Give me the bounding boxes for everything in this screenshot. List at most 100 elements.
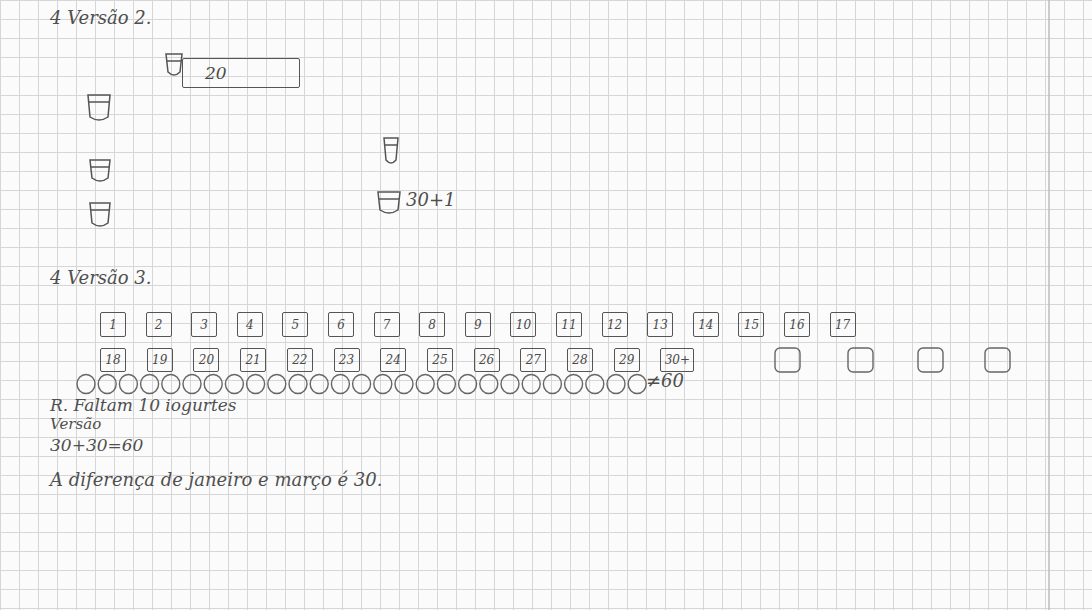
yogurt-circle	[501, 375, 519, 394]
yogurt-cups	[88, 54, 400, 226]
number-square: 18	[100, 348, 126, 372]
square-number: 8	[428, 318, 436, 332]
cup-rim	[91, 166, 109, 168]
square-number: 25	[432, 353, 447, 367]
square-number: 23	[339, 353, 354, 367]
square-number: 9	[474, 318, 482, 332]
square-number: 15	[744, 318, 759, 332]
square-number: 6	[337, 318, 345, 332]
square-number: 2	[155, 318, 163, 332]
number-square: 14	[693, 312, 719, 337]
number-square: 3	[191, 312, 217, 337]
number-square: 12	[602, 312, 628, 337]
empty-square	[775, 348, 800, 372]
yogurt-circle	[247, 375, 265, 394]
cup-rim	[91, 209, 109, 211]
yogurt-circle	[310, 375, 328, 394]
square-number: 16	[789, 318, 804, 332]
square-number: 27	[526, 353, 541, 367]
square-number: 28	[572, 353, 587, 367]
yogurt-circle	[331, 375, 349, 394]
yogurt-cup	[378, 192, 400, 213]
square-number: 22	[292, 353, 307, 367]
number-square: 7	[374, 312, 400, 337]
handwritten-note: ≠60	[646, 371, 684, 391]
yogurt-cup	[166, 54, 182, 75]
yogurt-circle	[628, 375, 646, 394]
yogurt-circle	[353, 375, 371, 394]
square-number: 12	[607, 318, 622, 332]
yogurt-circle	[607, 375, 625, 394]
yogurt-circle	[289, 375, 307, 394]
number-square: 19	[147, 348, 173, 372]
yogurt-circle	[522, 375, 540, 394]
yogurt-circle	[459, 375, 477, 394]
handwritten-note: Versão	[50, 416, 101, 433]
empty-square	[918, 348, 943, 372]
square-number: 30+	[665, 353, 690, 367]
number-square: 25	[427, 348, 453, 372]
yogurt-circle	[374, 375, 392, 394]
number-square: 20	[193, 348, 219, 372]
square-number: 3	[200, 318, 208, 332]
number-square: 27	[520, 348, 546, 372]
number-square: 2	[146, 312, 172, 337]
cup-rim	[379, 198, 399, 200]
number-square: 8	[419, 312, 445, 337]
cup-rim	[167, 60, 181, 62]
yogurt-cup	[90, 160, 110, 181]
margin-line	[1048, 0, 1050, 610]
square-number: 14	[698, 318, 713, 332]
yogurt-circle	[480, 375, 498, 394]
number-square: 11	[556, 312, 582, 337]
number-square: 21	[240, 348, 266, 372]
number-square: 15	[738, 312, 764, 337]
handwritten-note: 30+30=60	[50, 436, 143, 455]
yogurt-circle	[183, 375, 201, 394]
number-square: 26	[474, 348, 500, 372]
count-box: 20	[182, 58, 300, 88]
yogurt-circle	[225, 375, 243, 394]
square-number: 5	[292, 318, 300, 332]
count-text: 20	[205, 63, 227, 83]
yogurt-cup	[88, 95, 110, 120]
yogurt-circle	[77, 375, 95, 394]
yogurt-circle	[162, 375, 180, 394]
square-number: 21	[245, 353, 260, 367]
number-square: 22	[287, 348, 313, 372]
yogurt-circle	[543, 375, 561, 394]
empty-shapes	[77, 348, 1010, 394]
yogurt-circle	[119, 375, 137, 394]
yogurt-circle	[98, 375, 116, 394]
number-square: 29	[614, 348, 640, 372]
yogurt-circle	[565, 375, 583, 394]
square-number: 13	[653, 318, 668, 332]
cup-rim	[385, 144, 397, 146]
handwritten-note: 4 Versão 3.	[50, 268, 151, 288]
number-square: 4	[237, 312, 263, 337]
number-square: 17	[830, 312, 856, 337]
square-number: 1	[109, 318, 117, 332]
yogurt-circle	[437, 375, 455, 394]
handwritten-note: A diferença de janeiro e março é 30.	[50, 470, 383, 490]
square-number: 11	[561, 318, 576, 332]
square-number: 19	[152, 353, 167, 367]
yogurt-cup	[384, 138, 398, 163]
number-square: 6	[328, 312, 354, 337]
handwritten-note: R. Faltam 10 iogurtes	[50, 396, 237, 415]
handwritten-note: 30+1	[406, 190, 455, 210]
number-square: 30+	[660, 348, 694, 372]
square-number: 7	[383, 318, 391, 332]
yogurt-circle	[395, 375, 413, 394]
number-square: 23	[334, 348, 360, 372]
number-square: 9	[465, 312, 491, 337]
number-square: 5	[282, 312, 308, 337]
yogurt-circle	[586, 375, 604, 394]
square-number: 20	[199, 353, 214, 367]
yogurt-circle	[416, 375, 434, 394]
handwritten-note: 4 Versão 2.	[50, 8, 151, 28]
empty-square	[848, 348, 873, 372]
empty-square	[985, 348, 1010, 372]
yogurt-cup	[90, 203, 110, 226]
number-square: 10	[510, 312, 536, 337]
